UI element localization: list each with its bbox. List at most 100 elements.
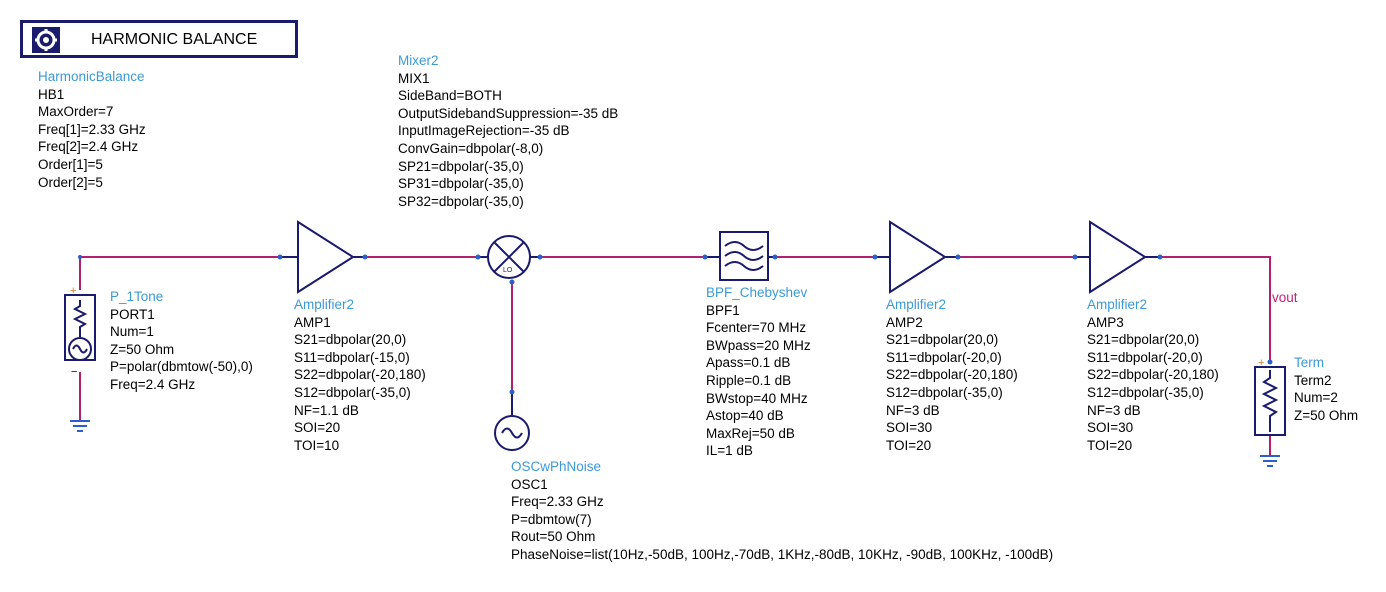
- component-parameter-line: OSC1: [511, 476, 548, 492]
- component-parameter-line: Order[2]=5: [38, 174, 103, 190]
- component-parameter-line: NF=1.1 dB: [294, 402, 359, 418]
- component-parameter-line: S12=dbpolar(-35,0): [294, 384, 411, 400]
- component-parameter-line: MaxRej=50 dB: [706, 425, 795, 441]
- filter-symbol: [705, 231, 775, 281]
- component-type-label: HarmonicBalance: [38, 69, 145, 84]
- component-parameter-line: MaxOrder=7: [38, 104, 114, 120]
- ground-symbol-term: [1260, 455, 1280, 467]
- component-parameter-line: ConvGain=dbpolar(-8,0): [398, 140, 544, 156]
- component-parameter-line: SP32=dbpolar(-35,0): [398, 193, 524, 209]
- component-parameter-line: BWpass=20 MHz: [706, 337, 811, 353]
- svg-text:+: +: [70, 285, 76, 297]
- component-parameter-line: S21=dbpolar(20,0): [886, 332, 999, 348]
- component-parameter-line: S11=dbpolar(-20,0): [1087, 349, 1203, 365]
- pin-markers: [78, 254, 1273, 395]
- component-type-label: P_1Tone: [110, 289, 164, 304]
- component-parameter-line: TOI=20: [1087, 437, 1133, 453]
- component-parameter-line: S12=dbpolar(-35,0): [1087, 384, 1204, 400]
- component-parameter-line: S21=dbpolar(20,0): [1087, 332, 1200, 348]
- mixer-lo-label: LO: [503, 267, 513, 274]
- component-parameter-line: PORT1: [110, 306, 155, 322]
- component-parameter-line: AMP1: [294, 314, 331, 330]
- amplifier-symbol-amp2: [875, 220, 958, 294]
- component-parameter-line: Z=50 Ohm: [1294, 407, 1359, 423]
- component-parameter-line: S21=dbpolar(20,0): [294, 332, 407, 348]
- component-parameter-line: Term2: [1294, 372, 1332, 388]
- simulation-gear-icon: [32, 27, 60, 53]
- component-parameter-line: S22=dbpolar(-20,180): [886, 367, 1018, 383]
- component-parameter-line: Num=1: [110, 324, 154, 340]
- component-parameter-line: S22=dbpolar(-20,180): [294, 367, 426, 383]
- component-parameter-line: S11=dbpolar(-15,0): [294, 349, 410, 365]
- component-parameter-line: S22=dbpolar(-20,180): [1087, 367, 1219, 383]
- svg-text:−: −: [71, 366, 77, 378]
- component-parameter-line: OutputSidebandSuppression=-35 dB: [398, 105, 619, 121]
- component-type-label: BPF_Chebyshev: [706, 285, 808, 300]
- component-parameter-line: NF=3 dB: [886, 402, 940, 418]
- component-parameter-line: P=polar(dbmtow(-50),0): [110, 359, 253, 375]
- component-parameter-line: SOI=20: [294, 420, 341, 436]
- component-parameter-line: Fcenter=70 MHz: [706, 320, 807, 336]
- component-type-label: Amplifier2: [294, 297, 355, 312]
- component-type-label: Mixer2: [398, 53, 439, 68]
- wire-port-to-amp1: [79, 256, 280, 290]
- component-parameter-line: Rout=50 Ohm: [511, 529, 596, 545]
- component-parameter-line: Order[1]=5: [38, 156, 103, 172]
- component-parameter-line: SOI=30: [1087, 420, 1134, 436]
- component-parameter-line: SideBand=BOTH: [398, 88, 502, 104]
- component-parameter-line: S12=dbpolar(-35,0): [886, 384, 1003, 400]
- component-parameter-line: BWstop=40 MHz: [706, 390, 808, 406]
- harmonic-balance-controller-box[interactable]: HARMONIC BALANCE: [20, 20, 298, 58]
- wire-amp3-to-term: [1160, 256, 1271, 362]
- component-parameter-line: Freq=2.4 GHz: [110, 376, 196, 392]
- component-parameter-line: InputImageRejection=-35 dB: [398, 123, 570, 139]
- component-parameter-line: Num=2: [1294, 390, 1338, 406]
- component-parameter-line: Ripple=0.1 dB: [706, 372, 792, 388]
- component-parameter-line: Z=50 Ohm: [110, 341, 175, 357]
- component-parameter-line: MIX1: [398, 70, 430, 86]
- component-type-label: OSCwPhNoise: [511, 459, 602, 474]
- component-parameter-line: PhaseNoise=list(10Hz,-50dB, 100Hz,-70dB,…: [511, 546, 1054, 562]
- component-parameter-line: SOI=30: [886, 420, 933, 436]
- component-parameter-line: P=dbmtow(7): [511, 511, 592, 527]
- net-label-vout: vout: [1272, 290, 1298, 305]
- controller-title: HARMONIC BALANCE: [91, 31, 258, 48]
- component-parameter-line: Apass=0.1 dB: [706, 355, 791, 371]
- component-parameter-line: SP31=dbpolar(-35,0): [398, 176, 524, 192]
- component-parameter-line: TOI=20: [886, 437, 932, 453]
- component-parameter-line: BPF1: [706, 302, 740, 318]
- svg-text:+: +: [1258, 357, 1264, 369]
- mixer-symbol: [478, 235, 540, 279]
- component-parameter-line: Freq[2]=2.4 GHz: [38, 139, 139, 155]
- component-parameter-line: S11=dbpolar(-20,0): [886, 349, 1002, 365]
- component-parameter-line: SP21=dbpolar(-35,0): [398, 158, 524, 174]
- port-source-symbol: [64, 294, 96, 361]
- component-parameter-line: Freq[1]=2.33 GHz: [38, 121, 146, 137]
- component-parameter-line: TOI=10: [294, 437, 340, 453]
- component-type-label: Term: [1294, 355, 1324, 370]
- component-parameter-line: HB1: [38, 86, 65, 102]
- amplifier-symbol-amp1: [280, 220, 365, 294]
- component-type-label: Amplifier2: [886, 297, 947, 312]
- oscillator-symbol: [494, 392, 530, 451]
- ground-symbol-port: [70, 420, 90, 432]
- component-parameter-line: AMP3: [1087, 314, 1124, 330]
- component-parameter-line: Freq=2.33 GHz: [511, 494, 604, 510]
- term-symbol: [1254, 366, 1286, 436]
- component-parameter-line: NF=3 dB: [1087, 402, 1141, 418]
- component-type-label: Amplifier2: [1087, 297, 1148, 312]
- component-parameter-line: IL=1 dB: [706, 443, 753, 459]
- amplifier-symbol-amp3: [1075, 220, 1160, 294]
- component-parameter-line: AMP2: [886, 314, 923, 330]
- component-parameter-line: Astop=40 dB: [706, 408, 784, 424]
